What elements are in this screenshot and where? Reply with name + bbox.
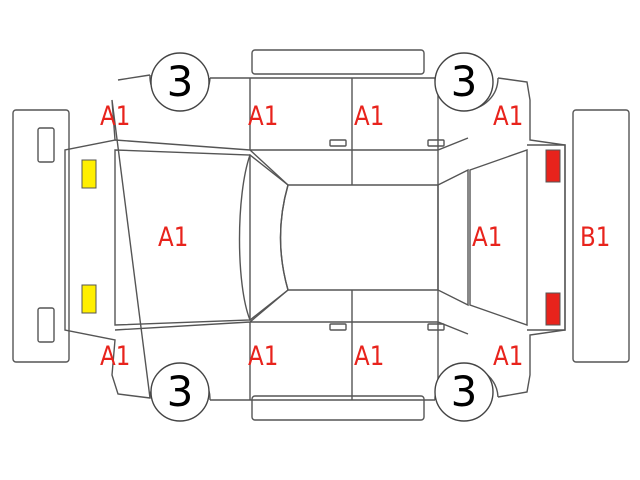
wheel-front-top <box>150 52 210 112</box>
door-handle-rear-bottom <box>427 323 445 331</box>
label-rear-glass: A1 <box>472 222 503 253</box>
door-handle-front-top <box>329 139 347 147</box>
label-rear-quarter-bottom: A1 <box>493 341 524 372</box>
label-hood: A1 <box>158 222 189 253</box>
wheel-number-front-bottom: 3 <box>166 367 194 416</box>
front-light-bottom <box>81 284 97 314</box>
wheel-rear-top <box>434 52 494 112</box>
wheel-number-front-top: 3 <box>166 57 194 106</box>
rear-light-bottom <box>545 292 561 326</box>
rear-light-top <box>545 149 561 183</box>
door-handle-front-bottom <box>329 323 347 331</box>
tailgate <box>469 149 528 326</box>
front-light-top <box>81 159 97 189</box>
rear-panel <box>527 144 566 331</box>
label-front-left-bottom: A1 <box>100 341 131 372</box>
label-rear-bumper: B1 <box>580 222 611 253</box>
label-rear-door-bottom: A1 <box>354 341 385 372</box>
front-bumper-marker-top <box>37 127 55 163</box>
door-handle-rear-top <box>427 139 445 147</box>
door-lines-top <box>114 78 469 186</box>
label-front-door-top: A1 <box>248 101 279 132</box>
wheel-front-bottom <box>150 362 210 422</box>
roof <box>279 184 439 291</box>
rear-bumper <box>572 109 630 363</box>
front-bumper <box>12 109 70 363</box>
label-front-door-bottom: A1 <box>248 341 279 372</box>
wheel-number-rear-top: 3 <box>450 57 478 106</box>
bottom-side-sill <box>251 395 425 421</box>
wheel-rear-bottom <box>434 362 494 422</box>
label-front-left-top: A1 <box>100 101 131 132</box>
front-bumper-marker-bottom <box>37 307 55 343</box>
wheel-number-rear-bottom: 3 <box>450 367 478 416</box>
label-rear-quarter-top: A1 <box>493 101 524 132</box>
rear-glass <box>437 168 469 307</box>
top-side-sill <box>251 49 425 75</box>
door-lines-bottom <box>114 289 469 400</box>
label-rear-door-top: A1 <box>354 101 385 132</box>
